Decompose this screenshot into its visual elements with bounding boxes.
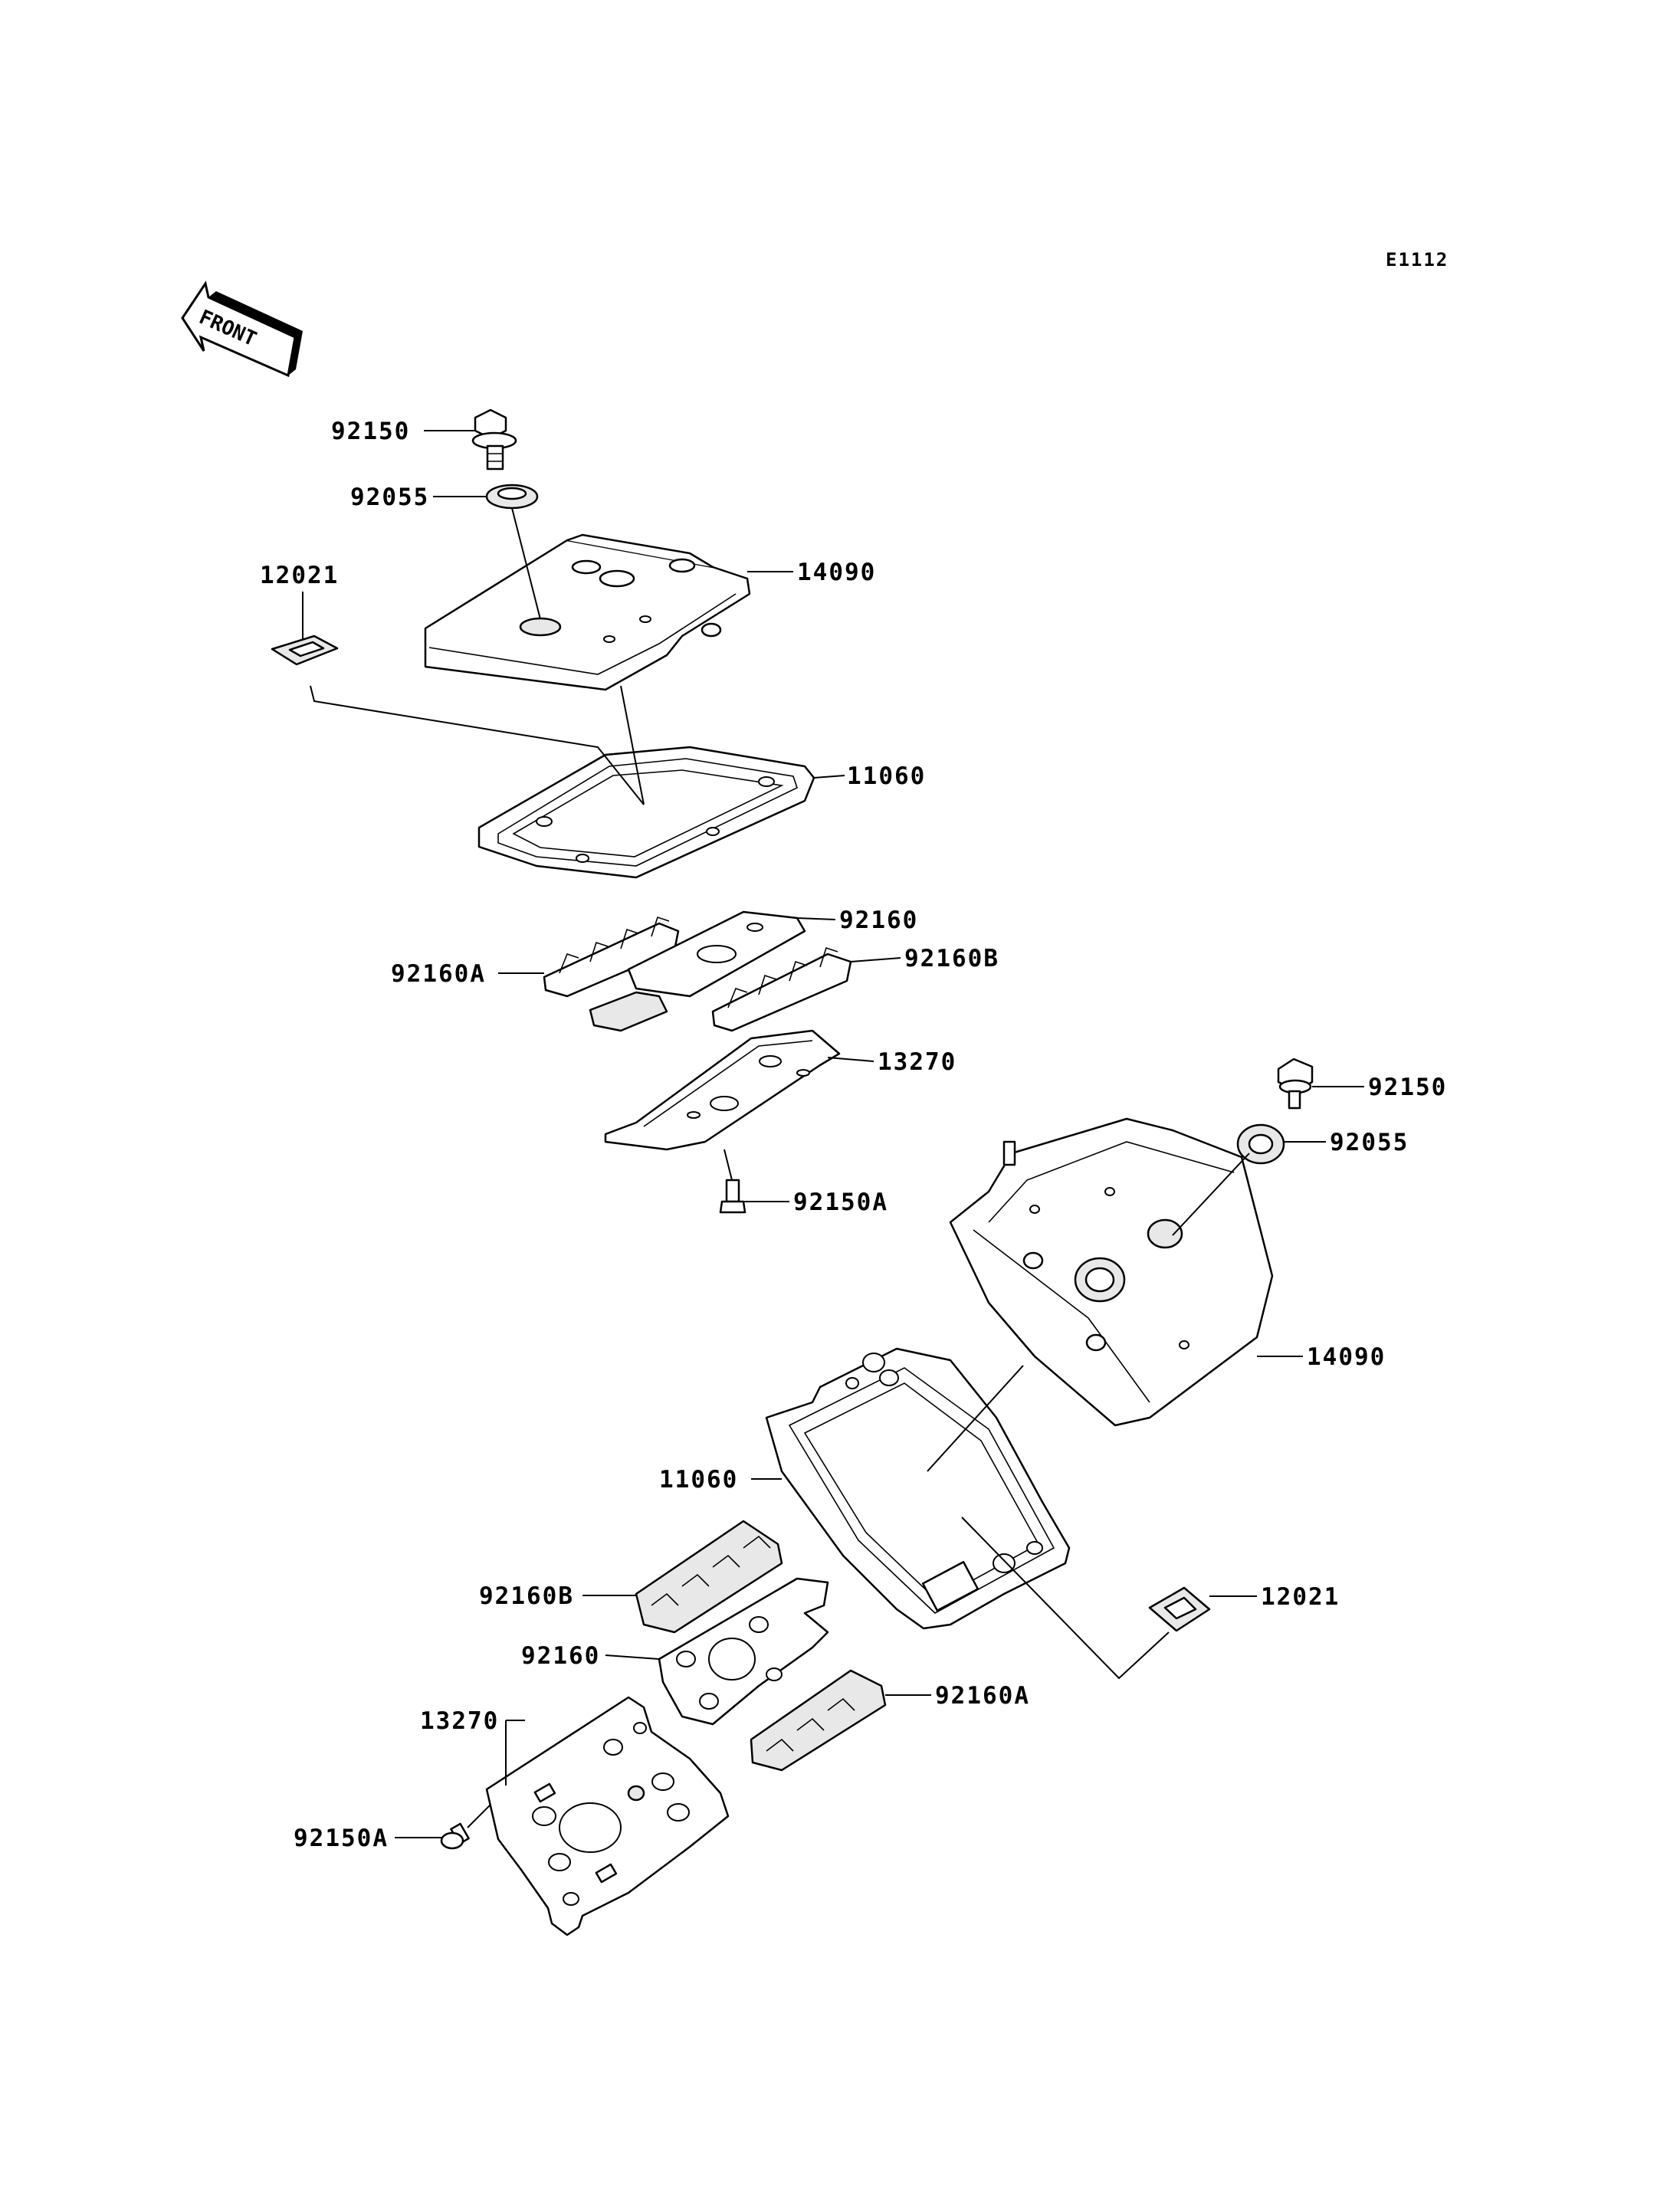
callout-92055-lower: 92055 [1330, 1129, 1409, 1156]
rubber-12021-upper [271, 635, 339, 666]
plate-13270-upper [604, 1029, 841, 1151]
gasket-92160-upper [589, 910, 806, 1032]
bolt-92150-lower [1277, 1058, 1314, 1110]
gasket-92160-lower [658, 1577, 829, 1726]
bolt-92150A-lower [440, 1822, 470, 1850]
front-arrow-icon: FRONT [181, 280, 303, 378]
gasket-11060-lower [765, 1347, 1071, 1630]
callout-12021-lower: 12021 [1261, 1583, 1340, 1611]
diagram-code: E1112 [1386, 249, 1449, 271]
callout-14090-lower: 14090 [1307, 1343, 1386, 1371]
callout-11060: 11060 [847, 762, 926, 790]
callout-92150A-lower: 92150A [294, 1825, 389, 1852]
callout-13270: 13270 [878, 1048, 956, 1076]
callout-92160A: 92160A [391, 960, 486, 988]
callout-92150-lower: 92150 [1368, 1074, 1447, 1101]
callout-92150A: 92150A [793, 1189, 888, 1216]
bolt-92150A-upper [719, 1179, 746, 1214]
callout-14090: 14090 [797, 559, 876, 586]
callout-11060-lower: 11060 [659, 1466, 738, 1494]
callout-92055: 92055 [350, 484, 429, 511]
gasket-92160B-lower [635, 1520, 783, 1634]
gasket-92160B-upper [711, 946, 852, 1032]
gasket-92160A-lower [750, 1669, 887, 1772]
leader-lines [302, 430, 1364, 1838]
bolt-92150-upper [471, 408, 517, 471]
rubber-12021-lower [1148, 1586, 1211, 1632]
callout-92160B: 92160B [904, 945, 999, 972]
callout-92160A-lower: 92160A [935, 1682, 1030, 1710]
washer-92055-upper [485, 484, 539, 510]
gasket-11060-upper [477, 746, 815, 879]
callout-92160: 92160 [839, 907, 918, 934]
callout-92160B-lower: 92160B [479, 1582, 574, 1610]
callout-13270-lower: 13270 [420, 1707, 499, 1735]
plate-13270-lower [485, 1696, 730, 1936]
cylinder-head-cover-lower [949, 1117, 1274, 1427]
callout-92160-lower: 92160 [521, 1642, 600, 1670]
cylinder-head-cover-upper [424, 533, 751, 691]
callout-12021: 12021 [260, 562, 339, 589]
callout-92150: 92150 [331, 418, 410, 445]
